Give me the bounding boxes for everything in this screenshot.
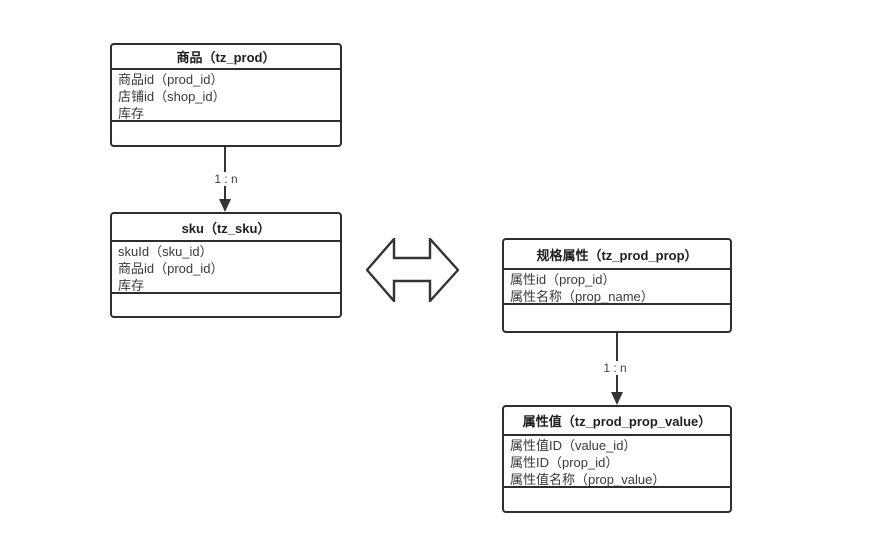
table-title-prod-prop-value: 属性值（tz_prod_prop_value） — [504, 407, 730, 436]
table-field: 库存 — [118, 106, 145, 121]
table-fields-sku: skuId（sku_id） 商品id（prod_id） 库存 — [112, 242, 340, 294]
table-field: 属性名称（prop_name） — [510, 289, 654, 304]
table-fields-prod: 商品id（prod_id） 店铺id（shop_id） 库存 — [112, 70, 340, 122]
table-empty-section — [112, 294, 340, 316]
table-fields-prod-prop-value: 属性值ID（value_id） 属性ID（prop_id） 属性值名称（prop… — [504, 436, 730, 488]
relation-label-prod-sku: 1 : n — [211, 172, 241, 186]
table-field: 属性ID（prop_id） — [510, 455, 619, 470]
table-title-prod: 商品（tz_prod） — [112, 45, 340, 70]
table-field: skuId（sku_id） — [118, 244, 213, 259]
table-fields-prod-prop: 属性id（prop_id） 属性名称（prop_name） — [504, 270, 730, 305]
table-field: 商品id（prod_id） — [118, 72, 224, 87]
table-field: 属性值名称（prop_value） — [510, 472, 666, 487]
arrowhead-down-icon — [611, 392, 623, 405]
table-field: 库存 — [118, 278, 145, 293]
double-arrow-icon — [366, 238, 459, 302]
table-field: 店铺id（shop_id） — [118, 89, 226, 104]
table-empty-section — [504, 305, 730, 331]
table-title-sku: sku（tz_sku） — [112, 214, 340, 242]
entity-table-prod: 商品（tz_prod） 商品id（prod_id） 店铺id（shop_id） … — [110, 43, 342, 147]
table-field: 属性id（prop_id） — [510, 272, 616, 287]
relation-label-prop-propvalue: 1 : n — [600, 361, 630, 375]
table-empty-section — [112, 122, 340, 145]
entity-table-prod-prop-value: 属性值（tz_prod_prop_value） 属性值ID（value_id） … — [502, 405, 732, 513]
table-empty-section — [504, 488, 730, 511]
entity-table-sku: sku（tz_sku） skuId（sku_id） 商品id（prod_id） … — [110, 212, 342, 318]
table-field: 商品id（prod_id） — [118, 261, 224, 276]
arrowhead-down-icon — [219, 199, 231, 212]
entity-table-prod-prop: 规格属性（tz_prod_prop） 属性id（prop_id） 属性名称（pr… — [502, 238, 732, 333]
table-title-prod-prop: 规格属性（tz_prod_prop） — [504, 240, 730, 270]
table-field: 属性值ID（value_id） — [510, 438, 637, 453]
